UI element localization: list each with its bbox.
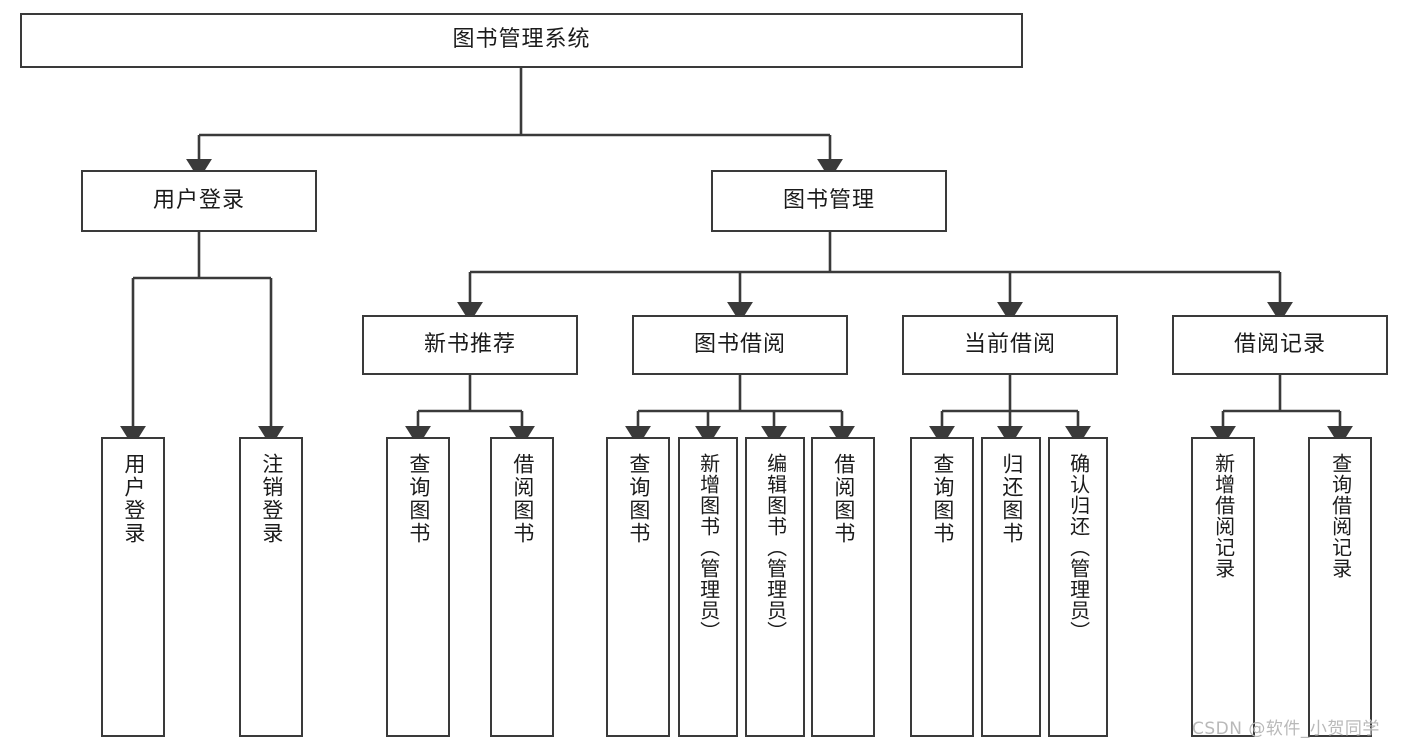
node-book-borrow[interactable]: 图书借阅 [632, 315, 848, 375]
node-current-borrow-label: 当前借阅 [963, 331, 1056, 357]
node-root[interactable]: 图书管理系统 [20, 13, 1023, 68]
node-leaf-user-logout-label: 注销登录 [259, 453, 284, 545]
node-book-manage-label: 图书管理 [782, 187, 875, 213]
node-leaf-query-book-1-label: 查询图书 [406, 453, 431, 545]
node-current-borrow[interactable]: 当前借阅 [902, 315, 1118, 375]
node-leaf-add-book-label: 新增图书（管理员） [696, 453, 721, 642]
node-leaf-query-book-2-label: 查询图书 [626, 453, 651, 545]
node-leaf-borrow-book-2[interactable]: 借阅图书 [811, 437, 875, 737]
node-leaf-edit-book[interactable]: 编辑图书（管理员） [745, 437, 805, 737]
node-leaf-add-book[interactable]: 新增图书（管理员） [678, 437, 738, 737]
node-leaf-add-record[interactable]: 新增借阅记录 [1191, 437, 1255, 737]
node-borrow-record-label: 借阅记录 [1233, 331, 1326, 357]
node-book-manage[interactable]: 图书管理 [711, 170, 947, 232]
node-leaf-query-record-label: 查询借阅记录 [1328, 453, 1353, 579]
node-leaf-query-record[interactable]: 查询借阅记录 [1308, 437, 1372, 737]
node-leaf-confirm-return[interactable]: 确认归还（管理员） [1048, 437, 1108, 737]
node-leaf-borrow-book-2-label: 借阅图书 [831, 453, 856, 545]
node-leaf-query-book-3[interactable]: 查询图书 [910, 437, 974, 737]
node-leaf-user-login[interactable]: 用户登录 [101, 437, 165, 737]
node-leaf-query-book-2[interactable]: 查询图书 [606, 437, 670, 737]
node-leaf-borrow-book-1[interactable]: 借阅图书 [490, 437, 554, 737]
node-user-login[interactable]: 用户登录 [81, 170, 317, 232]
node-user-login-label: 用户登录 [152, 187, 245, 213]
node-leaf-confirm-return-label: 确认归还（管理员） [1066, 453, 1091, 642]
node-leaf-user-login-label: 用户登录 [121, 453, 146, 545]
node-leaf-borrow-book-1-label: 借阅图书 [510, 453, 535, 545]
node-new-book-recommend[interactable]: 新书推荐 [362, 315, 578, 375]
node-leaf-return-book-label: 归还图书 [999, 453, 1024, 545]
node-borrow-record[interactable]: 借阅记录 [1172, 315, 1388, 375]
node-leaf-edit-book-label: 编辑图书（管理员） [763, 453, 788, 642]
node-leaf-user-logout[interactable]: 注销登录 [239, 437, 303, 737]
node-root-label: 图书管理系统 [452, 27, 591, 53]
node-leaf-return-book[interactable]: 归还图书 [981, 437, 1041, 737]
node-leaf-add-record-label: 新增借阅记录 [1211, 453, 1236, 579]
watermark: CSDN @软件_小贺同学 [1192, 719, 1380, 739]
node-book-borrow-label: 图书借阅 [693, 331, 786, 357]
node-leaf-query-book-3-label: 查询图书 [930, 453, 955, 545]
node-leaf-query-book-1[interactable]: 查询图书 [386, 437, 450, 737]
node-new-book-recommend-label: 新书推荐 [423, 331, 516, 357]
